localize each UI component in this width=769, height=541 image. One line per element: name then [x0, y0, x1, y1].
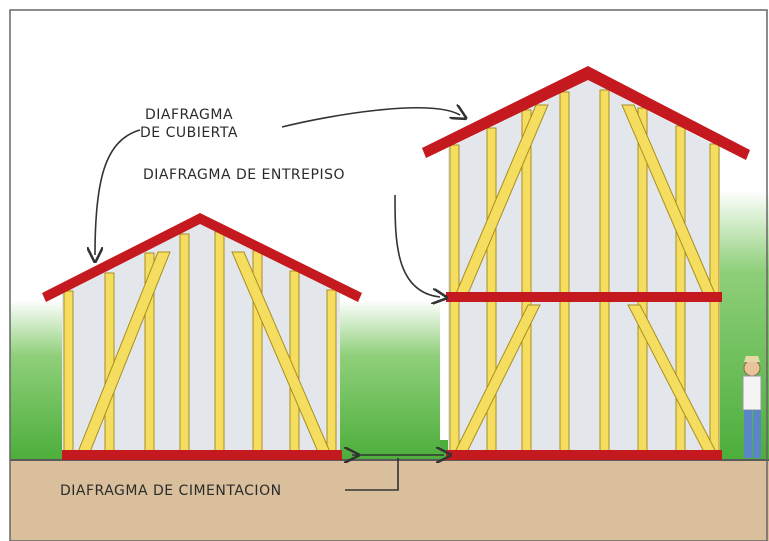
tall-house-foundation-diaphragm: [446, 450, 722, 460]
arrow-to-tall-roof: [281, 108, 460, 128]
label-roof-line1: DIAFRAGMA: [145, 107, 233, 123]
tall-house: [422, 66, 750, 460]
arrow-to-floor-diaphragm: [394, 194, 440, 297]
label-floor: DIAFRAGMA DE ENTREPISO: [143, 167, 345, 183]
arrow-to-small-roof: [95, 129, 141, 255]
label-foundation: DIAFRAGMA DE CIMENTACION: [60, 483, 282, 499]
annotation-arrows: [95, 108, 460, 491]
ground: [10, 460, 769, 541]
small-house: [42, 213, 362, 460]
label-roof-line2: DE CUBIERTA: [140, 125, 238, 141]
small-house-foundation-diaphragm: [62, 450, 342, 460]
image-border: [9, 9, 768, 541]
person-icon: [742, 356, 762, 458]
small-house-wall-panel: [62, 222, 340, 452]
tall-house-floor-diaphragm: [446, 292, 722, 302]
foundation-leader-line: [345, 458, 399, 491]
